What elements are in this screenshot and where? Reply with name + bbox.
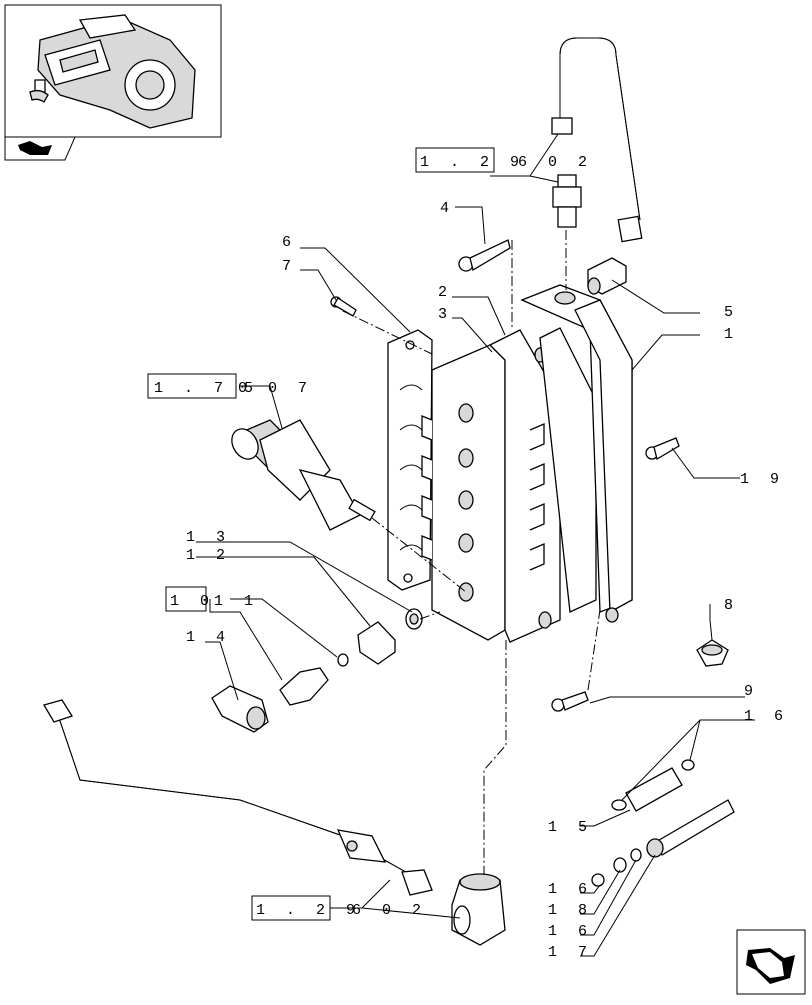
label-13: 1 3 (186, 529, 231, 546)
label-16-bottom: 1 6 (548, 923, 593, 940)
transmission-thumbnail-icon (29, 14, 196, 129)
solenoid-valve (231, 419, 376, 531)
cover-1 (520, 284, 633, 623)
elbow-fitting (451, 873, 506, 946)
next-page-button[interactable] (736, 929, 806, 995)
label-1: 1 (724, 326, 739, 343)
alignment-lines (342, 230, 601, 875)
top-pipe (551, 37, 643, 243)
label-14: 1 4 (186, 629, 231, 646)
ref-box-left[interactable]: 1 0 (165, 586, 215, 612)
cap-14 (211, 685, 269, 733)
section-tab[interactable] (4, 136, 76, 161)
ring-11 (337, 653, 349, 667)
ref-top-suffix: 6 0 2 (518, 154, 593, 171)
label-8: 8 (724, 597, 739, 614)
label-5: 5 (724, 304, 739, 321)
label-2: 2 (438, 284, 453, 301)
label-16-mid: 1 6 (548, 881, 593, 898)
label-15: 1 5 (548, 819, 593, 836)
label-18: 1 8 (548, 902, 593, 919)
section-arrow-icon (18, 141, 52, 155)
pressure-fitting (279, 667, 329, 706)
label-17: 1 7 (548, 944, 593, 961)
plug-12 (357, 621, 396, 665)
gasket-6 (387, 329, 433, 591)
label-6: 6 (282, 234, 297, 251)
ref-top-code: 1 . 2 9 (420, 154, 525, 171)
next-page-arrow-icon (746, 948, 795, 984)
seal-ring-13 (405, 608, 423, 630)
ref-bottom-code: 1 . 2 9 (256, 902, 361, 919)
ref-middle-suffix: 0 0 7 (238, 380, 313, 397)
bolt-4 (458, 239, 511, 272)
lower-pipe (43, 699, 433, 896)
bolt-7 (330, 296, 357, 317)
label-4: 4 (440, 200, 455, 217)
label-11: 1 1 (214, 593, 259, 610)
adapter-fitting (552, 174, 582, 228)
bushing-5 (587, 257, 627, 295)
connector-15 (611, 759, 695, 812)
bolt-9 (551, 691, 589, 712)
part-labels: 4 6 7 2 3 5 1 1 9 1 3 1 2 1 1 1 4 8 9 1 … (186, 200, 789, 961)
label-19: 1 9 (740, 471, 785, 488)
label-16-top: 1 6 (744, 708, 789, 725)
tube-17 (591, 799, 735, 887)
bolt-19 (645, 437, 680, 461)
ref-middle-code: 1 . 7 5 (154, 380, 259, 397)
thumbnail-frame[interactable] (4, 4, 222, 138)
ref-bottom-suffix: 6 0 2 (352, 902, 427, 919)
valve-body-3 (421, 329, 561, 643)
label-3: 3 (438, 306, 453, 323)
ref-box-bottom[interactable]: 1 . 2 9 6 0 2 (251, 895, 427, 921)
label-9: 9 (744, 683, 759, 700)
ref-box-middle[interactable]: 1 . 7 5 0 0 7 (147, 373, 313, 399)
leader-lines (196, 133, 755, 957)
ref-box-top[interactable]: 1 . 2 9 6 0 2 (415, 147, 593, 173)
nut-8 (696, 639, 729, 667)
label-12: 1 2 (186, 547, 231, 564)
ref-left-code: 1 0 (170, 593, 215, 610)
label-7: 7 (282, 258, 297, 275)
